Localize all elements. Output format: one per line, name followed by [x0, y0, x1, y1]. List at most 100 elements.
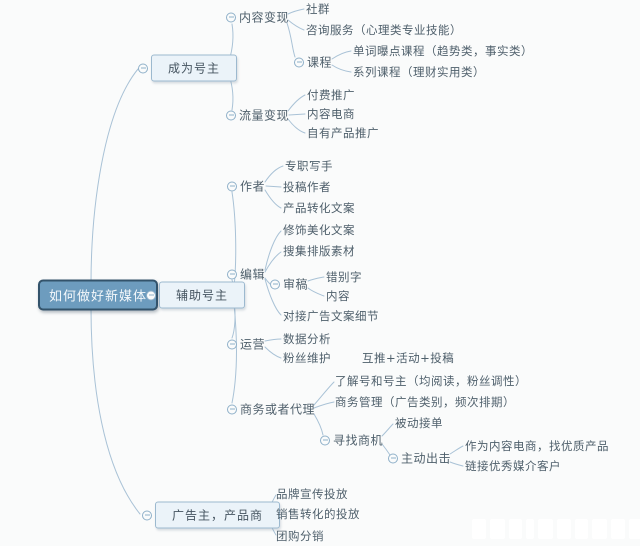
mind-map-node[interactable]: 系列课程（理财实用类）	[353, 64, 485, 80]
collapse-icon[interactable]	[270, 279, 280, 289]
branch-node[interactable]: 广告主，产品商	[142, 501, 281, 529]
node-label[interactable]: 专职写手	[285, 159, 333, 173]
mind-map-node[interactable]: 被动接单	[395, 415, 443, 431]
mind-map-node[interactable]: 了解号和号主（均阅读，粉丝调性）	[335, 373, 527, 389]
mind-map-node[interactable]: 自有产品推广	[307, 125, 379, 141]
collapse-icon[interactable]	[227, 404, 237, 414]
node-label[interactable]: 课程	[307, 55, 333, 70]
mind-map-node[interactable]: 投稿作者	[283, 179, 331, 195]
collapse-icon[interactable]	[320, 435, 330, 445]
mind-map-node[interactable]: 社群	[306, 1, 330, 17]
mind-map-node[interactable]: 互推+活动+投稿	[362, 350, 454, 366]
node-label[interactable]: 团购分销	[276, 529, 324, 543]
mind-map-node[interactable]: 流量变现	[226, 107, 289, 124]
node-label[interactable]: 寻找商机	[333, 433, 384, 448]
mind-map-node[interactable]: 销售转化的投放	[276, 506, 360, 522]
mind-map-node[interactable]: 主动出击	[388, 450, 451, 467]
node-label[interactable]: 对接广告文案细节	[283, 309, 379, 323]
node-label[interactable]: 咨询服务（心理类专业技能）	[306, 23, 462, 37]
collapse-icon[interactable]	[226, 110, 236, 120]
mind-map-node[interactable]: 单词曝点课程（趋势类，事实类）	[353, 43, 533, 59]
node-label[interactable]: 主动出击	[401, 451, 452, 466]
mind-map-node[interactable]: 寻找商机	[320, 432, 383, 449]
node-label[interactable]: 销售转化的投放	[276, 507, 360, 521]
node-label[interactable]: 内容电商	[307, 107, 355, 121]
node-label[interactable]: 被动接单	[395, 416, 443, 430]
mind-map-node[interactable]: 作为内容电商，找优质产品	[465, 438, 609, 454]
node-label[interactable]: 审稿	[283, 277, 309, 292]
branch-node-label[interactable]: 广告主，产品商	[155, 501, 281, 529]
watermark-glyph	[592, 519, 607, 539]
node-label[interactable]: 错别字	[326, 270, 362, 284]
mind-map-node[interactable]: 咨询服务（心理类专业技能）	[306, 22, 462, 38]
node-label[interactable]: 系列课程（理财实用类）	[353, 65, 485, 79]
mind-map-node[interactable]: 付费推广	[307, 87, 355, 103]
branch-node[interactable]: 成为号主	[138, 54, 238, 82]
node-label[interactable]: 数据分析	[283, 332, 331, 346]
root-node-label[interactable]: 如何做好新媒体	[38, 279, 159, 311]
collapse-icon[interactable]	[226, 12, 236, 22]
mind-map-node[interactable]: 编辑	[227, 266, 265, 283]
mind-map-node[interactable]: 作者	[227, 178, 265, 195]
branch-node-label[interactable]: 成为号主	[151, 54, 238, 82]
mind-map-node[interactable]: 数据分析	[283, 331, 331, 347]
mind-map-node[interactable]: 运营	[227, 336, 265, 353]
watermark-glyph	[472, 519, 486, 539]
branch-node[interactable]: 辅助号主	[146, 281, 246, 309]
collapse-icon[interactable]	[146, 290, 156, 300]
node-label[interactable]: 链接优秀媒介客户	[465, 459, 561, 473]
node-label[interactable]: 单词曝点课程（趋势类，事实类）	[353, 44, 533, 58]
node-label[interactable]: 作为内容电商，找优质产品	[465, 439, 609, 453]
node-label[interactable]: 品牌宣传投放	[276, 487, 348, 501]
node-label[interactable]: 付费推广	[307, 88, 355, 102]
node-label[interactable]: 粉丝维护	[283, 351, 331, 365]
node-label[interactable]: 了解号和号主（均阅读，粉丝调性）	[335, 374, 527, 388]
watermark	[472, 519, 640, 539]
mind-map-node[interactable]: 审稿	[270, 276, 308, 293]
node-label[interactable]: 修饰美化文案	[283, 223, 355, 237]
node-label[interactable]: 产品转化文案	[283, 201, 355, 215]
collapse-icon[interactable]	[227, 181, 237, 191]
node-label[interactable]: 投稿作者	[283, 180, 331, 194]
collapse-icon[interactable]	[388, 453, 398, 463]
mind-map-node[interactable]: 错别字	[326, 269, 362, 285]
collapse-icon[interactable]	[294, 57, 304, 67]
collapse-icon[interactable]	[227, 339, 237, 349]
mind-map-node[interactable]: 粉丝维护	[283, 350, 331, 366]
node-label[interactable]: 搜集排版素材	[283, 244, 355, 258]
mind-map-node[interactable]: 搜集排版素材	[283, 243, 355, 259]
node-label[interactable]: 编辑	[240, 267, 266, 282]
mind-map-node[interactable]: 链接优秀媒介客户	[465, 458, 561, 474]
watermark-glyph	[611, 519, 625, 539]
node-label[interactable]: 内容变现	[239, 10, 290, 25]
root-node[interactable]: 如何做好新媒体	[38, 279, 159, 311]
node-label[interactable]: 作者	[240, 179, 266, 194]
node-label[interactable]: 流量变现	[239, 108, 290, 123]
mind-map-node[interactable]: 商务管理（广告类别，频次排期）	[335, 394, 515, 410]
collapse-icon[interactable]	[138, 63, 148, 73]
node-label[interactable]: 自有产品推广	[307, 126, 379, 140]
node-label[interactable]: 商务管理（广告类别，频次排期）	[335, 395, 515, 409]
mind-map-node[interactable]: 产品转化文案	[283, 200, 355, 216]
watermark-glyph	[490, 519, 505, 539]
mind-map-node[interactable]: 课程	[294, 54, 332, 71]
collapse-icon[interactable]	[142, 510, 152, 520]
mind-map-node[interactable]: 内容	[326, 288, 350, 304]
node-label[interactable]: 商务或者代理	[240, 402, 316, 417]
mind-map-node[interactable]: 内容电商	[307, 106, 355, 122]
node-label[interactable]: 内容	[326, 289, 350, 303]
mind-map-node[interactable]: 专职写手	[285, 158, 333, 174]
collapse-icon[interactable]	[227, 269, 237, 279]
mind-map-node[interactable]: 品牌宣传投放	[276, 486, 348, 502]
node-label[interactable]: 社群	[306, 2, 330, 16]
node-label[interactable]: 运营	[240, 337, 266, 352]
mind-map-node[interactable]: 对接广告文案细节	[283, 308, 379, 324]
mind-map-node[interactable]: 团购分销	[276, 528, 324, 544]
mind-map-node[interactable]: 内容变现	[226, 9, 289, 26]
mind-map-node[interactable]: 商务或者代理	[227, 401, 315, 418]
node-label[interactable]: 互推+活动+投稿	[362, 351, 455, 365]
watermark-glyph	[526, 519, 534, 539]
mind-map-node[interactable]: 修饰美化文案	[283, 222, 355, 238]
branch-node-label[interactable]: 辅助号主	[159, 281, 246, 309]
